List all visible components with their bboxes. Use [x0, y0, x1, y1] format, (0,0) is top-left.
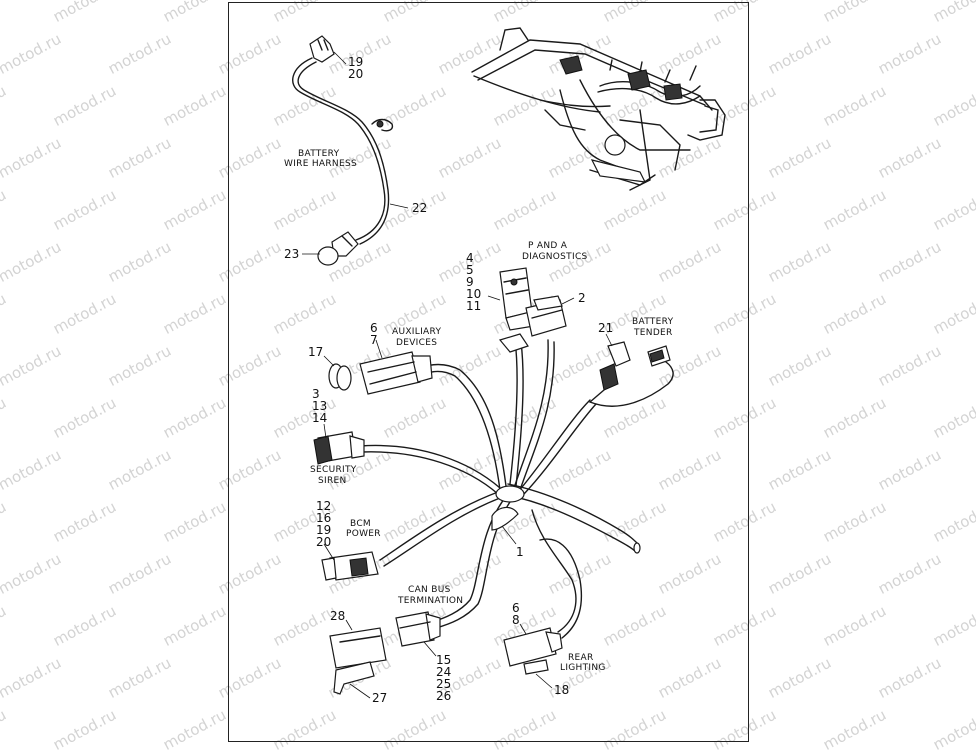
- callout-9: 9: [466, 275, 474, 289]
- label-can-bus-2: TERMINATION: [397, 596, 463, 606]
- callout-4: 4: [466, 251, 474, 265]
- callout-20: 20: [348, 67, 363, 81]
- wiring-diagram: 19 20 22 23 4 5 9 10 11 2 21 6 7 17 3 13…: [284, 27, 726, 705]
- label-bcm-power-1: BCM: [350, 519, 371, 529]
- motorcycle-frame-illustration: [471, 27, 726, 191]
- callout-28: 28: [330, 609, 345, 623]
- callout-11: 11: [466, 299, 481, 313]
- callout-7: 7: [370, 333, 378, 347]
- callout-8: 8: [512, 613, 520, 627]
- connector-battery-tender: [589, 341, 671, 403]
- callout-13: 13: [312, 399, 327, 413]
- connector-2: [525, 295, 567, 337]
- connector-bcm-power: [321, 551, 379, 581]
- callout-23: 23: [284, 247, 299, 261]
- label-security-siren-2: SIREN: [318, 476, 347, 486]
- callout-18: 18: [554, 683, 569, 697]
- callout-15: 15: [436, 653, 451, 667]
- label-battery-tender-1: BATTERY: [632, 317, 674, 327]
- main-harness: [359, 339, 674, 639]
- label-battery-wire-harness-2: WIRE HARNESS: [284, 159, 357, 169]
- callout-20b: 20: [316, 535, 331, 549]
- battery-wire-harness: [292, 35, 394, 266]
- label-rear-lighting-2: LIGHTING: [560, 663, 606, 673]
- leader-lines: [302, 51, 613, 699]
- callout-12: 12: [316, 499, 331, 513]
- callout-25: 25: [436, 677, 451, 691]
- label-bcm-power-2: POWER: [346, 529, 381, 539]
- callout-numbers: 19 20 22 23 4 5 9 10 11 2 21 6 7 17 3 13…: [284, 55, 613, 705]
- connector-security-siren: [313, 431, 365, 465]
- callout-16: 16: [316, 511, 331, 525]
- callout-22: 22: [412, 201, 427, 215]
- label-rear-lighting-1: REAR: [568, 653, 594, 663]
- connector-auxiliary-devices: [359, 351, 433, 395]
- connector-can-bus-termination: [395, 611, 441, 647]
- callout-19b: 19: [316, 523, 331, 537]
- seal-17: [328, 363, 352, 391]
- callout-1: 1: [516, 545, 524, 559]
- callout-14: 14: [312, 411, 327, 425]
- callout-10: 10: [466, 287, 481, 301]
- callout-6: 6: [370, 321, 378, 335]
- callout-17: 17: [308, 345, 323, 359]
- label-auxiliary-1: AUXILIARY: [392, 327, 441, 337]
- callout-26: 26: [436, 689, 451, 703]
- callout-19: 19: [348, 55, 363, 69]
- callout-2: 2: [578, 291, 586, 305]
- diagram-labels: BATTERY WIRE HARNESS P AND A DIAGNOSTICS…: [284, 149, 674, 673]
- label-p-and-a-2: DIAGNOSTICS: [522, 252, 588, 262]
- connector-rear-lighting: [503, 627, 563, 675]
- label-battery-tender-2: TENDER: [633, 328, 673, 338]
- callout-6b: 6: [512, 601, 520, 615]
- label-p-and-a-1: P AND A: [528, 241, 568, 251]
- callout-21: 21: [598, 321, 613, 335]
- callout-27: 27: [372, 691, 387, 705]
- label-security-siren-1: SECURITY: [310, 465, 357, 475]
- label-can-bus-1: CAN BUS: [408, 585, 451, 595]
- label-auxiliary-2: DEVICES: [396, 338, 437, 348]
- callout-3: 3: [312, 387, 320, 401]
- callout-24: 24: [436, 665, 451, 679]
- connector-p-and-a-diagnostics: [498, 267, 535, 353]
- connector-28: [329, 627, 387, 695]
- label-battery-wire-harness-1: BATTERY: [298, 149, 340, 159]
- callout-5: 5: [466, 263, 474, 277]
